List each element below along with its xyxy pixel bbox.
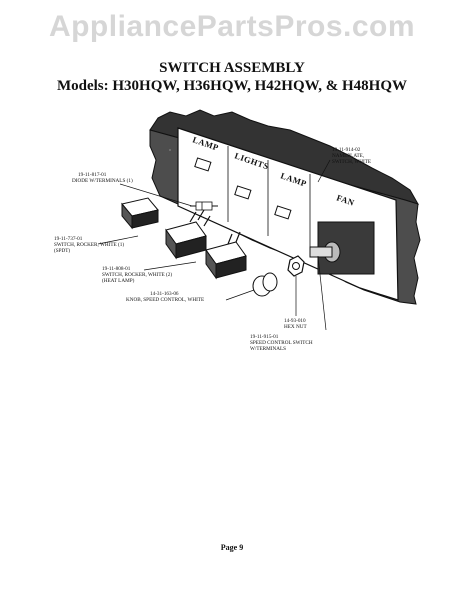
callout-hex-nut-desc1: HEX NUT	[284, 324, 307, 330]
page-title: SWITCH ASSEMBLY	[159, 60, 305, 76]
callout-knob-desc1: KNOB, SPEED CONTROL, WHITE	[126, 297, 204, 303]
hex-nut	[287, 255, 305, 277]
leader-lines	[97, 159, 331, 331]
callout-speed-switch-desc2: W/TERMINALS	[250, 346, 286, 352]
callout-hex-nut-part: 14-93-010	[284, 318, 306, 324]
callout-knob-part: 14-31-163-06	[150, 291, 179, 297]
switch-opening-1	[194, 157, 212, 172]
switch-opening-2	[234, 185, 252, 200]
callout-speed-switch-desc1: SPEED CONTROL SWITCH	[250, 340, 313, 346]
page-subtitle: Models: H30HQW, H36HQW, H42HQW, & H48HQW	[56, 78, 408, 94]
page-number: Page 9	[220, 543, 244, 552]
callout-rocker-heat-desc1: SWITCH, ROCKER, WHITE (2)	[102, 271, 172, 278]
rocker-switch-2	[165, 209, 211, 260]
callout-diode-part: 19-11-817-01	[78, 172, 107, 178]
speed-control-knob	[252, 272, 278, 297]
callout-diode-desc1: DIODE W/TERMINALS (1)	[72, 177, 133, 184]
callout-nameplate-desc1: NAMEPLATE,	[332, 153, 364, 159]
callout-nameplate-part: 19-11-914-02	[332, 147, 361, 153]
callout-nameplate-desc2: SWITCH, WHITE	[332, 159, 371, 165]
callout-rocker-spdt-part: 19-11-737-01	[54, 236, 83, 242]
callout-rocker-heat-desc2: (HEAT LAMP)	[102, 277, 135, 284]
callout-rocker-spdt-desc1: SWITCH, ROCKER, WHITE (1)	[54, 241, 124, 248]
callout-speed-switch-part: 19-11-915-01	[250, 334, 279, 340]
callout-rocker-heat-part: 19-11-808-01	[102, 266, 131, 272]
speed-control-switch	[309, 241, 341, 263]
callout-rocker-spdt-desc2: (SPDT)	[54, 247, 70, 254]
rocker-switch-3	[205, 231, 247, 280]
watermark: AppliancePartsPros.com	[48, 10, 416, 43]
switch-opening-3	[274, 205, 292, 220]
rocker-switch-1	[121, 197, 159, 230]
